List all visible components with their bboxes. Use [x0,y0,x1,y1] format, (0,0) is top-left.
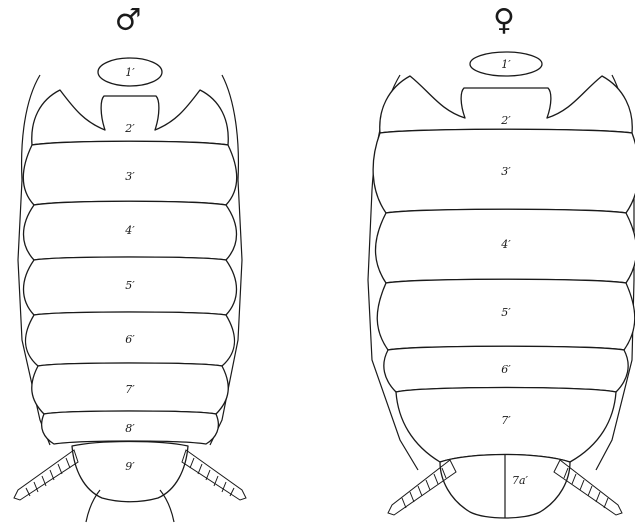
female-label-7a: 7a′ [512,474,529,487]
female-label-5: 5′ [501,306,511,319]
male-uropod-right [182,450,246,500]
female-label-3: 3′ [501,165,511,178]
male-uropod-left [14,450,78,500]
male-label-8: 8′ [125,422,135,435]
male-label-4: 4′ [124,224,135,237]
male-symbol: ♂ [115,3,142,38]
male-label-3: 3′ [125,170,135,183]
male-label-2: 2′ [124,122,135,135]
male-label-1: 1′ [125,66,135,79]
male-plate-2 [32,90,229,145]
male-specimen: ♂ 1′ 2′ 3 [14,3,246,522]
male-label-6: 6′ [125,333,135,346]
female-specimen: ♀ 1′ 2′ 3′ 4′ 5′ 6 [368,3,635,518]
male-label-7: 7′ [125,383,135,396]
female-label-1: 1′ [501,58,511,71]
female-label-4: 4′ [500,238,511,251]
female-label-6: 6′ [501,363,511,376]
male-label-5: 5′ [125,279,135,292]
female-label-7: 7′ [501,414,511,427]
female-symbol: ♀ [493,3,515,38]
male-label-9: 9′ [125,460,135,473]
female-label-2: 2′ [500,114,511,127]
